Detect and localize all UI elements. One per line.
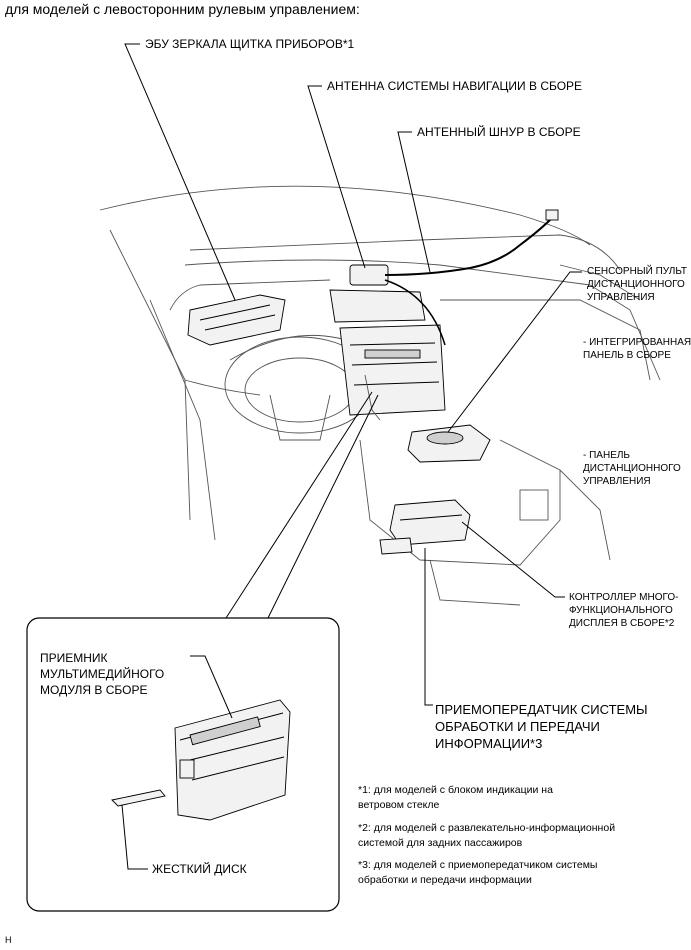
label-transceiver: ПРИЕМОПЕРЕДАТЧИК СИСТЕМЫ ОБРАБОТКИ И ПЕР… (435, 702, 648, 751)
page-heading: для моделей с левосторонним рулевым упра… (5, 1, 360, 17)
leader-mfd-controller (461, 521, 565, 598)
antenna-connector (545, 209, 559, 221)
corner-mark: H (5, 935, 12, 945)
dash-right-vent (559, 264, 641, 301)
label-mfd-controller: КОНТРОЛЛЕР МНОГО- ФУНКЦИОНАЛЬНОГО ДИСПЛЕ… (569, 592, 679, 629)
door-line-left (149, 299, 216, 541)
console-outline (359, 439, 561, 566)
dash-lower-left (184, 379, 261, 396)
a-pillar-left (109, 229, 191, 521)
nav-antenna-unit (349, 264, 389, 286)
leader-nav-antenna (307, 85, 366, 269)
console-base (429, 559, 521, 606)
door-right (589, 284, 661, 381)
dashboard-top (189, 234, 621, 271)
hard-disk-unit (111, 789, 166, 807)
callout-line-right (267, 394, 379, 619)
label-hard-disk: ЖЕСТКИЙ ДИСК (152, 862, 247, 876)
meter-hood (229, 335, 361, 361)
mfd-controller-unit (389, 499, 471, 546)
callout-line-left (225, 391, 373, 619)
console-right (499, 439, 611, 561)
dash-right-line (440, 299, 651, 381)
windshield-edge (99, 185, 591, 246)
transceiver-bracket (379, 537, 413, 555)
label-integrated-panel: - ИНТЕГРИРОВАННАЯ ПАНЕЛЬ В СБОРЕ (583, 337, 691, 361)
antenna-cord (384, 217, 553, 276)
steering-wheel-inner (244, 357, 356, 423)
label-receiver: ПРИЕМНИК МУЛЬТИМЕДИЙНОГО МОДУЛЯ В СБОРЕ (40, 651, 165, 697)
leader-receiver (190, 655, 233, 719)
console-box (519, 489, 549, 521)
antenna-cord-branch (384, 279, 446, 346)
footnote-2: *2: для моделей с развлекательно-информа… (358, 822, 616, 849)
label-antenna-cord: АНТЕННЫЙ ШНУР В СБОРЕ (417, 125, 581, 139)
inset-receiver-unit (174, 699, 291, 821)
hud-ecu-unit (187, 294, 286, 346)
audio-slot (364, 349, 421, 359)
footnote-3: *3: для моделей с приемопередатчиком сис… (358, 859, 598, 886)
dashboard-upper-line (184, 259, 591, 286)
leader-hard-disk (121, 804, 148, 870)
label-nav-antenna: АНТЕННА СИСТЕМЫ НАВИГАЦИИ В СБОРЕ (327, 79, 583, 93)
display-unit (329, 289, 426, 323)
label-remote-panel: - ПАНЕЛЬ ДИСТАНЦИОННОГО УПРАВЛЕНИЯ (583, 450, 681, 487)
leader-antenna-cord (397, 131, 431, 273)
label-touch-remote: СЕНСОРНЫЙ ПУЛЬТ ДИСТАНЦИОННОГО УПРАВЛЕНИ… (587, 266, 688, 303)
label-hud-ecu: ЭБУ ЗЕРКАЛА ЩИТКА ПРИБОРОВ*1 (145, 37, 355, 51)
dashboard-left-line (169, 279, 331, 311)
steering-column (269, 394, 331, 441)
leader-transceiver (424, 548, 433, 706)
leader-touch-remote (447, 271, 582, 433)
footnote-1: *1: для моделей с блоком индикации на ве… (358, 784, 553, 811)
integrated-panel (339, 324, 446, 416)
leader-hud-ecu (124, 43, 236, 301)
